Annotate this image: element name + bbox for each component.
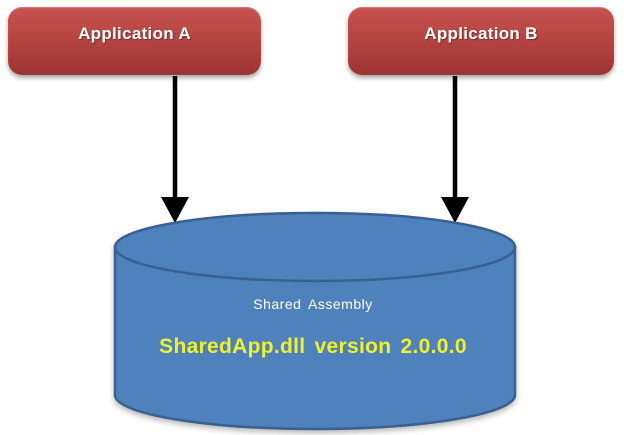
shared-assembly-cylinder [113,211,517,431]
application-b-label: Application B [424,24,538,43]
cylinder-body [113,245,517,431]
arrow-app-a-to-assembly-icon [161,76,189,223]
application-a-label: Application A [78,24,191,43]
cylinder-top-ellipse [113,211,517,283]
shared-assembly-version-label: SharedApp.dll version 2.0.0.0 [159,335,467,358]
application-a-node: Application A [8,7,261,75]
shared-assembly-title: Shared Assembly [253,296,373,312]
arrow-app-b-to-assembly-icon [441,76,469,223]
application-b-node: Application B [348,7,614,75]
